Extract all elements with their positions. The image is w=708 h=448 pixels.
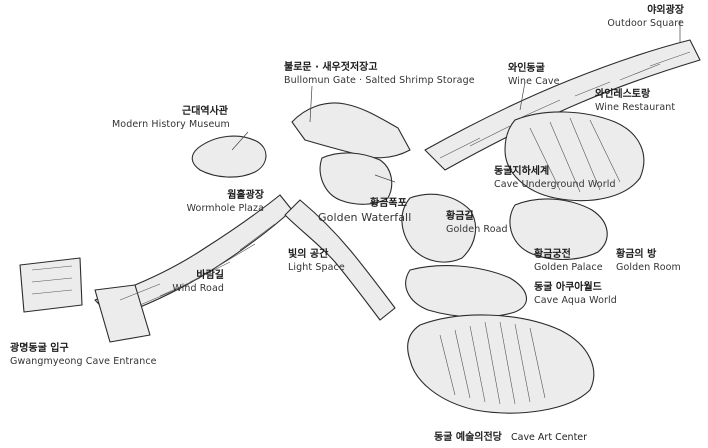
- modern-history-museum-chamber: [191, 135, 267, 178]
- cave-art-center-en: Cave Art Center: [510, 432, 588, 443]
- label-light-space: 빛의 공간 Light Space: [288, 249, 345, 273]
- cave-underground-world-en: Cave Underground World: [494, 178, 616, 190]
- wind-road-ko: 바람길: [196, 270, 224, 281]
- label-golden-waterfall: 황금폭포 Golden Waterfall: [318, 198, 411, 224]
- outdoor-square-ko: 야외광장: [647, 5, 684, 16]
- golden-palace-chamber: [509, 198, 608, 260]
- cave-underground-world-ko: 동굴지하세계: [494, 166, 550, 177]
- light-space-en: Light Space: [288, 261, 345, 273]
- cave-entrance-en: Gwangmyeong Cave Entrance: [10, 355, 157, 367]
- cave-aqua-world-ko: 동굴 아쿠아월드: [534, 282, 602, 293]
- outdoor-square-en: Outdoor Square: [607, 17, 684, 29]
- wine-restaurant-en: Wine Restaurant: [595, 101, 676, 113]
- golden-road-en: Golden Road: [446, 223, 508, 235]
- cave-entrance-gate: [94, 284, 151, 343]
- wine-restaurant-ko: 와인레스토랑: [595, 89, 651, 100]
- label-cave-underground-world: 동굴지하세계 Cave Underground World: [494, 166, 616, 190]
- light-space-ko: 빛의 공간: [288, 249, 329, 260]
- wormhole-plaza-en: Wormhole Plaza: [186, 202, 264, 214]
- cave-entrance-building: [19, 257, 83, 313]
- golden-room-en: Golden Room: [616, 261, 681, 273]
- cave-art-center-hall: [407, 314, 595, 414]
- wine-cave-ko: 와인동굴: [508, 63, 545, 74]
- golden-road-passage: [401, 193, 477, 263]
- label-wine-cave: 와인동굴 Wine Cave: [508, 63, 560, 87]
- cave-entrance-ko: 광명동굴 입구: [10, 343, 69, 354]
- label-cave-entrance: 광명동굴 입구 Gwangmyeong Cave Entrance: [10, 343, 157, 367]
- cave-aqua-world-en: Cave Aqua World: [534, 294, 617, 306]
- wine-cave-en: Wine Cave: [508, 75, 560, 87]
- label-golden-palace: 황금궁전 Golden Palace: [534, 249, 603, 273]
- label-golden-room: 황금의 방 Golden Room: [616, 249, 681, 273]
- label-wormhole-plaza: 웜홀광장 Wormhole Plaza: [186, 190, 264, 214]
- label-cave-art-center: 동굴 예술의전당 Cave Art Center: [434, 425, 587, 445]
- modern-history-museum-ko: 근대역사관: [182, 106, 228, 117]
- wormhole-plaza-ko: 웜홀광장: [227, 190, 264, 201]
- label-outdoor-square: 야외광장 Outdoor Square: [607, 5, 684, 29]
- golden-palace-en: Golden Palace: [534, 261, 603, 273]
- cave-underground-world-chamber: [504, 111, 645, 202]
- cave-aqua-world-chamber: [405, 265, 527, 318]
- light-space-tunnel: [284, 199, 396, 321]
- wind-road-en: Wind Road: [172, 282, 224, 294]
- golden-room-ko: 황금의 방: [616, 249, 657, 260]
- label-cave-aqua-world: 동굴 아쿠아월드 Cave Aqua World: [534, 282, 617, 306]
- golden-waterfall-ko: 황금폭포: [370, 198, 407, 209]
- bullomun-gate-ko: 불로문 · 새우젓저장고: [284, 62, 378, 73]
- label-wind-road: 바람길 Wind Road: [168, 270, 224, 294]
- modern-history-museum-en: Modern History Museum: [112, 118, 230, 130]
- golden-road-ko: 황금길: [446, 211, 474, 222]
- bullomun-gate-passage: [291, 102, 411, 159]
- golden-palace-ko: 황금궁전: [534, 249, 571, 260]
- label-golden-road: 황금길 Golden Road: [446, 211, 508, 235]
- label-modern-history-museum: 근대역사관 Modern History Museum: [112, 106, 230, 130]
- bullomun-gate-en: Bullomun Gate · Salted Shrimp Storage: [284, 74, 475, 86]
- golden-waterfall-chamber: [319, 152, 393, 205]
- cave-art-center-ko: 동굴 예술의전당: [434, 432, 502, 443]
- label-wine-restaurant: 와인레스토랑 Wine Restaurant: [595, 89, 675, 113]
- label-bullomun-gate: 불로문 · 새우젓저장고 Bullomun Gate · Salted Shri…: [284, 62, 475, 86]
- golden-waterfall-en: Golden Waterfall: [318, 210, 412, 224]
